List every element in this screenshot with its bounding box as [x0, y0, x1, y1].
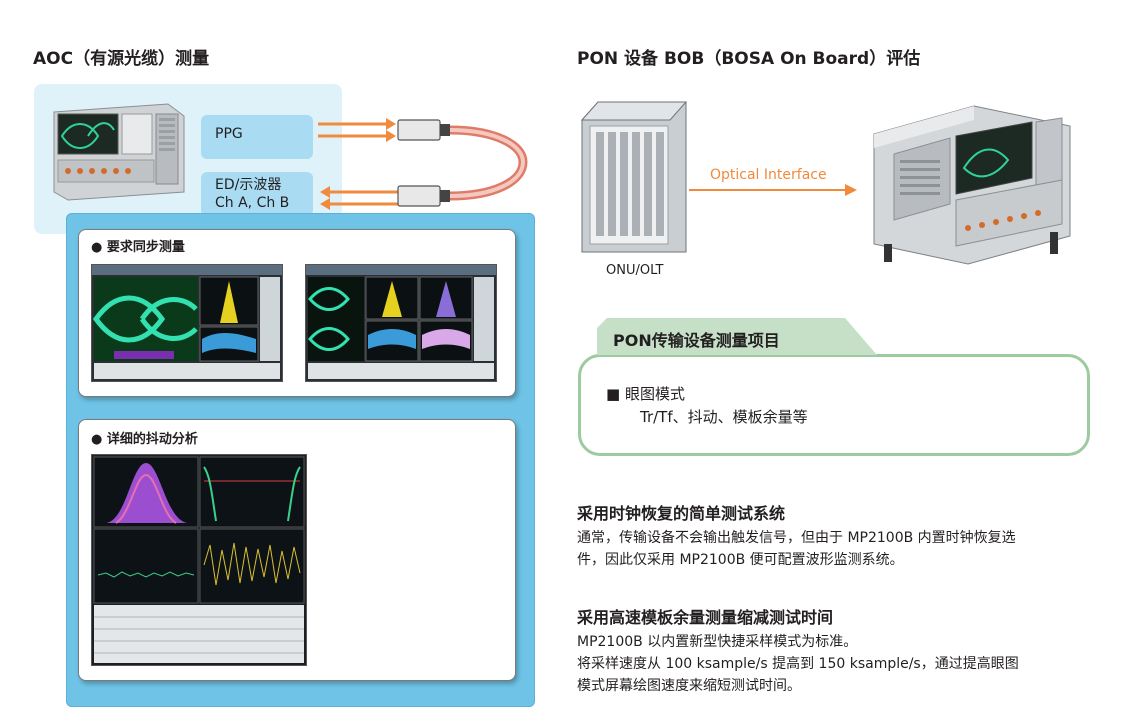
onu-olt-device-image	[578, 100, 690, 256]
jitter-analysis-title: ● 详细的抖动分析	[91, 432, 198, 447]
mask-margin-line-3: 模式屏幕绘图速度来缩短测试时间。	[577, 678, 801, 694]
sync-screenshot-right	[305, 264, 497, 382]
aoc-cable-diagram	[318, 104, 528, 224]
aoc-section-title: AOC（有源光缆）测量	[33, 49, 210, 69]
mp2100b-right-instrument-image	[864, 104, 1074, 270]
clock-recovery-body: 通常，传输设备不会输出触发信号，但由于 MP2100B 内置时钟恢复选 件，因此…	[577, 527, 1097, 571]
jitter-analysis-card: ● 详细的抖动分析	[78, 419, 516, 681]
pon-items-tab-title: PON传输设备测量项目	[613, 331, 780, 350]
sync-screenshot-left	[91, 264, 283, 382]
ed-scope-label-box: ED/示波器 Ch A, Ch B	[201, 172, 313, 216]
mp2100b-instrument-image	[48, 100, 188, 204]
ppg-label-box: PPG	[201, 115, 313, 159]
pon-items-box	[578, 354, 1090, 456]
pon-section-title: PON 设备 BOB（BOSA On Board）评估	[577, 49, 921, 69]
onu-olt-label: ONU/OLT	[606, 263, 664, 278]
ed-channels-label: Ch A, Ch B	[215, 195, 290, 211]
sync-measurement-card: ● 要求同步测量	[78, 229, 516, 397]
sync-measurement-title: ● 要求同步测量	[91, 240, 185, 255]
mask-margin-heading: 采用高速模板余量测量缩减测试时间	[577, 608, 834, 627]
ppg-label: PPG	[215, 126, 243, 142]
mask-margin-line-1: MP2100B 以内置新型快捷采样模式为标准。	[577, 634, 858, 650]
clock-recovery-line-1: 通常，传输设备不会输出触发信号，但由于 MP2100B 内置时钟恢复选	[577, 530, 1016, 546]
jitter-analysis-screenshot	[91, 454, 307, 666]
ed-scope-label: ED/示波器	[215, 177, 282, 193]
mask-margin-line-2: 将采样速度从 100 ksample/s 提高到 150 ksample/s，通…	[577, 656, 1019, 672]
eye-pattern-mode-item: ■ 眼图模式	[606, 385, 685, 403]
pon-items-tab: PON传输设备测量项目	[597, 318, 877, 355]
optical-interface-arrow	[689, 182, 859, 198]
optical-interface-label: Optical Interface	[710, 167, 827, 183]
clock-recovery-heading: 采用时钟恢复的简单测试系统	[577, 504, 786, 523]
eye-pattern-details-item: Tr/Tf、抖动、模板余量等	[640, 408, 808, 426]
clock-recovery-line-2: 件，因此仅采用 MP2100B 便可配置波形监测系统。	[577, 552, 904, 568]
mask-margin-body: MP2100B 以内置新型快捷采样模式为标准。 将采样速度从 100 ksamp…	[577, 631, 1097, 697]
